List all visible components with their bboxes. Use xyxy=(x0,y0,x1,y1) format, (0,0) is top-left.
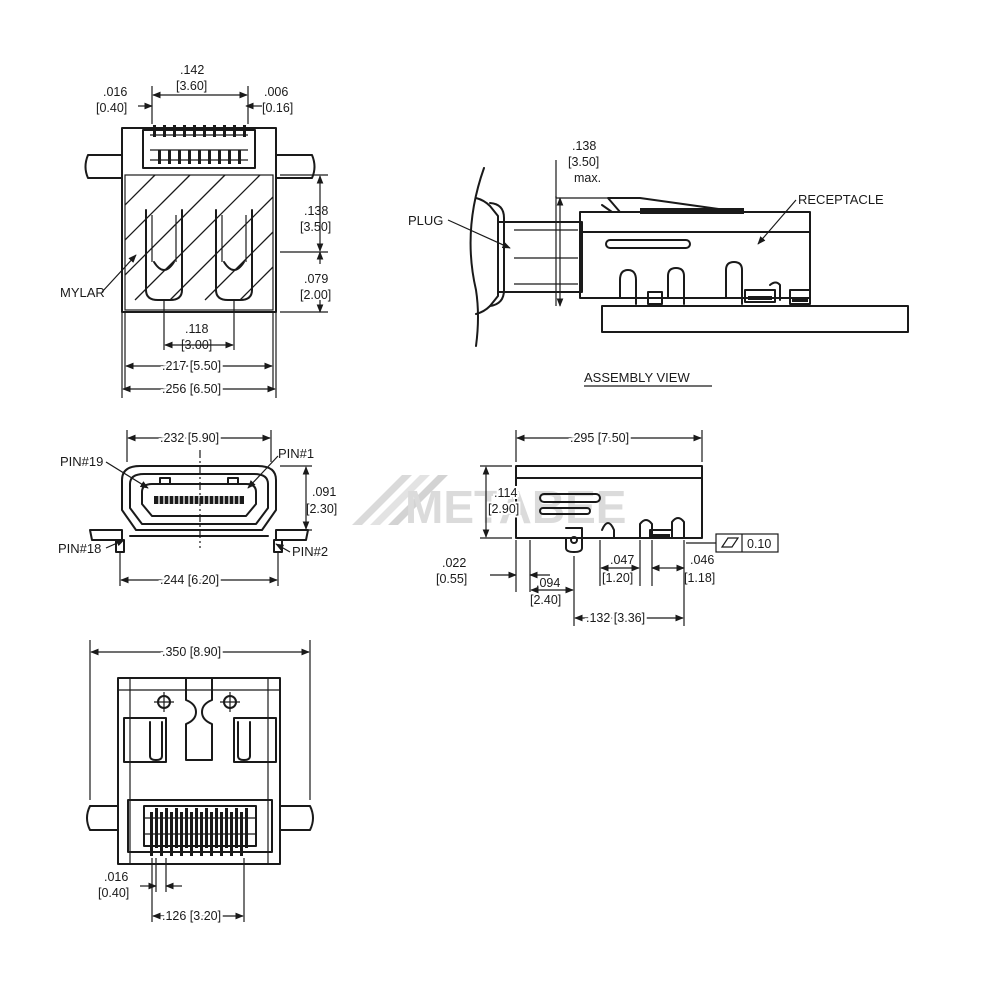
dim-assembly-max-note: max. xyxy=(574,171,601,185)
dim-front-opening: .232 [5.90] xyxy=(160,431,219,445)
dim-top-spring-in: .079 xyxy=(304,272,328,286)
dim-top-overall: .256 [6.50] xyxy=(162,382,221,396)
dim-side-front-in: .022 xyxy=(442,556,466,570)
dim-bottom-pitch-in: .016 xyxy=(104,870,128,884)
dim-side-length: .295 [7.50] xyxy=(570,431,629,445)
dim-front-base: .244 [6.20] xyxy=(160,573,219,587)
dim-top-height-mm: [3.50] xyxy=(300,220,331,234)
dim-side-height-in: .114 xyxy=(494,486,517,500)
pin18-label: PIN#18 xyxy=(58,541,101,556)
front-view: .232 [5.90] PIN#19 PIN#1 PIN#18 PIN#2 .0… xyxy=(58,429,337,590)
dim-top-inner-mm: [3.00] xyxy=(181,338,212,352)
dim-top-height-in: .138 xyxy=(304,204,328,218)
dim-side-post-mm: [2.40] xyxy=(530,593,561,607)
dim-top-spring-mm: [2.00] xyxy=(300,288,331,302)
pin2-label: PIN#2 xyxy=(292,544,328,559)
flatness-tolerance-frame: 0.10 xyxy=(686,533,779,553)
mylar-label: MYLAR xyxy=(60,285,105,300)
dim-side-tail-in: .047 xyxy=(610,553,634,567)
plug-label: PLUG xyxy=(408,213,443,228)
pin19-label: PIN#19 xyxy=(60,454,103,469)
assembly-view: .138 [3.50] max. PLUG RECEPTACLE ASSEMBL… xyxy=(408,139,909,387)
dim-front-height-in: .091 xyxy=(312,485,336,499)
dim-assembly-max-in: .138 xyxy=(572,139,596,153)
dim-side-foot-mm: [1.18] xyxy=(684,571,715,585)
dim-front-height-mm: [2.30] xyxy=(306,502,337,516)
flatness-icon xyxy=(720,537,740,548)
pcb-board xyxy=(601,305,909,333)
dim-side-tail-mm: [1.20] xyxy=(602,571,633,585)
dim-bottom-pitch-mm: [0.40] xyxy=(98,886,129,900)
flatness-value: 0.10 xyxy=(747,537,771,551)
receptacle-label: RECEPTACLE xyxy=(798,192,884,207)
dim-top-lead-mm: [0.16] xyxy=(262,101,293,115)
dim-top-width-in: .142 xyxy=(180,63,204,77)
dim-top-pitch-mm: [0.40] xyxy=(96,101,127,115)
dim-side-post-in: .094 xyxy=(536,576,560,590)
dim-bottom-overall: .350 [8.90] xyxy=(162,645,221,659)
dim-side-span: .132 [3.36] xyxy=(586,611,645,625)
dim-assembly-max-mm: [3.50] xyxy=(568,155,599,169)
bottom-view: .350 [8.90] .016 [0.40] .126 [3.20] xyxy=(86,640,314,926)
side-view: .295 [7.50] .114 [2.90] .022 [0.55] .094… xyxy=(436,429,779,628)
assembly-view-title: ASSEMBLY VIEW xyxy=(584,370,690,385)
dim-side-height-mm: [2.90] xyxy=(488,502,519,516)
dim-top-inner-in: .118 xyxy=(185,322,208,336)
pin1-label: PIN#1 xyxy=(278,446,314,461)
dim-bottom-pins: .126 [3.20] xyxy=(162,909,221,923)
dim-side-foot-in: .046 xyxy=(690,553,714,567)
dim-top-body: .217 [5.50] xyxy=(162,359,221,373)
dim-top-pitch-in: .016 xyxy=(103,85,127,99)
top-view: .142 [3.60] .016 [0.40] .006 [0.16] .138… xyxy=(60,63,331,399)
dim-side-front-mm: [0.55] xyxy=(436,572,467,586)
dim-top-width-mm: [3.60] xyxy=(176,79,207,93)
dim-top-lead-in: .006 xyxy=(264,85,288,99)
